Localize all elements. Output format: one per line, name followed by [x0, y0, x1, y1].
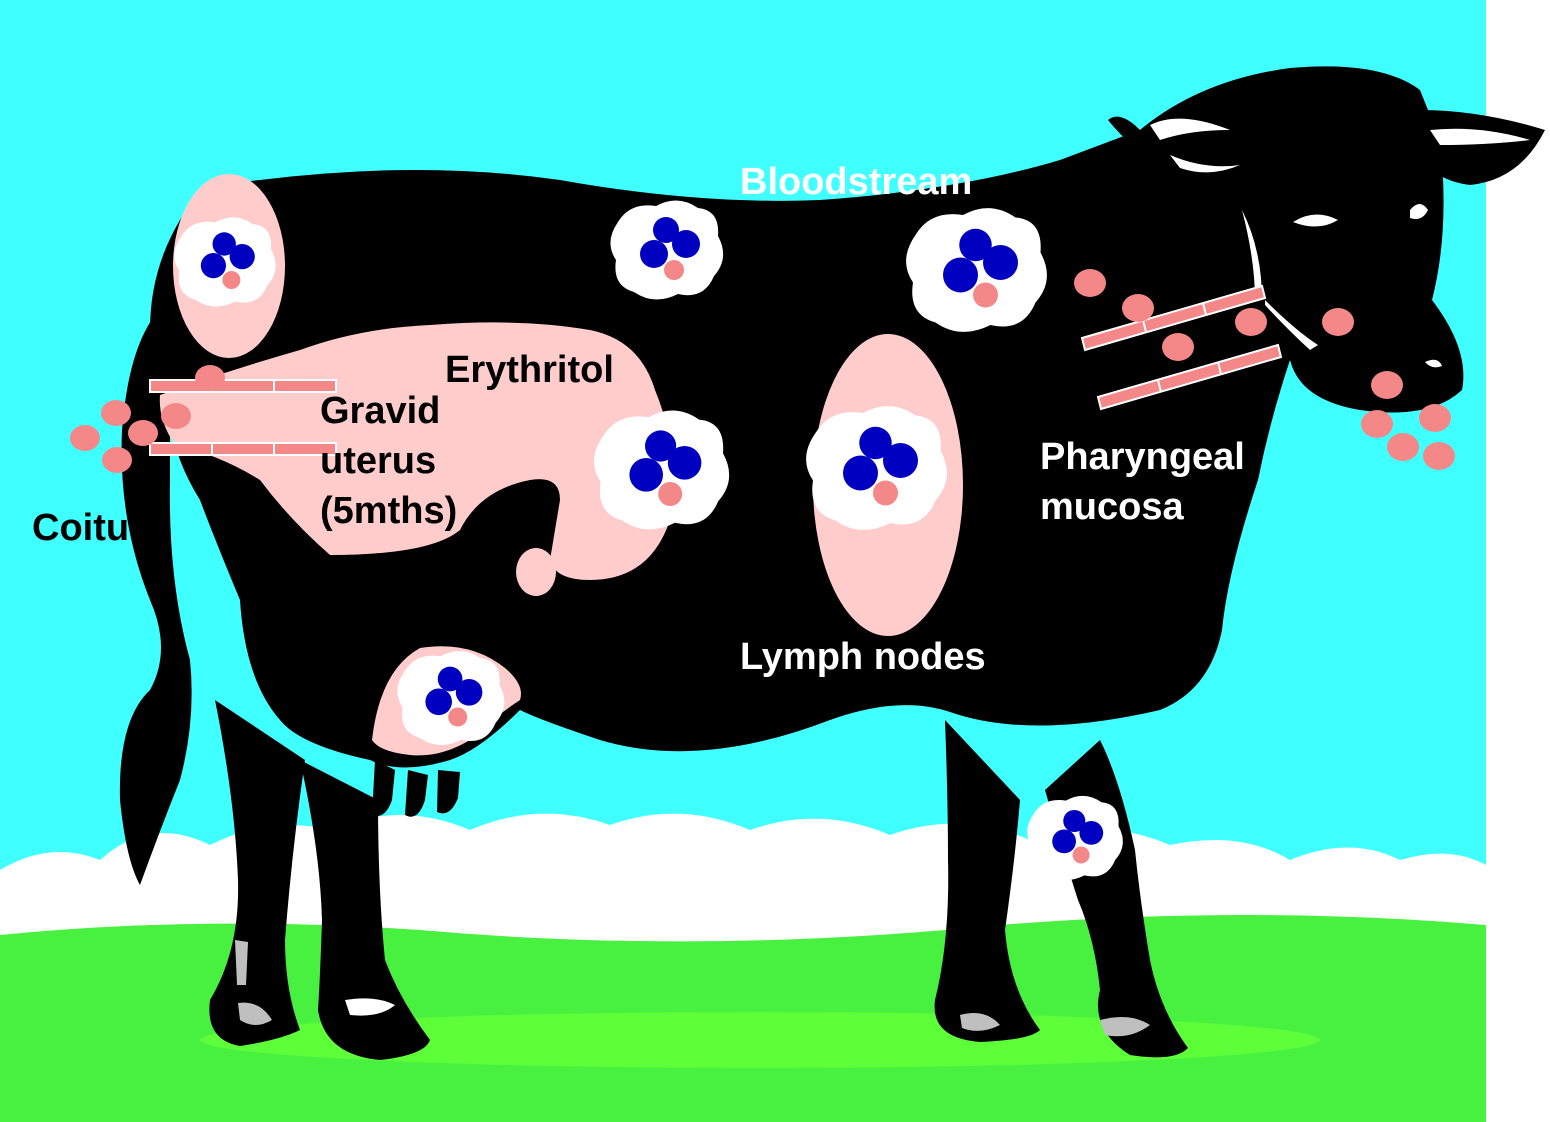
- tissue-ovary: [516, 548, 556, 596]
- hoof-1: [238, 1002, 272, 1025]
- infected-cell-uterus: [593, 410, 730, 530]
- cow-ear-highlight-right: [1430, 128, 1530, 145]
- cow-ear-right: [1420, 110, 1545, 185]
- cow-tail: [119, 300, 192, 885]
- cow-hindleg-front: [300, 760, 430, 1060]
- cow-eye-right-icon: [1410, 204, 1428, 219]
- cow-eye-icon: [1293, 214, 1338, 227]
- infected-cell-spine: [174, 217, 276, 307]
- hoof-4: [1100, 1016, 1150, 1037]
- cow-udder-teats: [372, 760, 460, 817]
- infected-cell-back: [610, 200, 724, 300]
- hoof-3: [960, 1012, 1000, 1031]
- cow-foreleg-rear: [934, 720, 1040, 1042]
- label-coitus: Coitus: [32, 507, 151, 549]
- label-gravid-uterus: Gravid uterus (5mths): [320, 386, 457, 536]
- cow-body: [150, 66, 1464, 768]
- label-pharyngeal-mucosa-line-1: Pharyngeal: [1040, 436, 1245, 478]
- cow-ear-highlight-left: [1150, 118, 1240, 173]
- label-bloodstream: Bloodstream: [740, 161, 973, 203]
- infected-cell-bloodstream: [906, 208, 1047, 332]
- cow-chin-highlight: [1265, 300, 1318, 350]
- label-pharyngeal-mucosa-line-2: mucosa: [1040, 486, 1184, 528]
- hoof-2: [345, 998, 395, 1016]
- label-pharyngeal-mucosa: Pharyngeal mucosa: [1040, 432, 1245, 532]
- mucosal-strip-icon-pharynx: [1080, 284, 1283, 411]
- cow-jaw-highlight: [1242, 210, 1262, 300]
- cow-silhouette-icon: [119, 66, 1545, 1060]
- label-gravid-uterus-line-2: uterus: [320, 440, 437, 482]
- pink-dot-icon-pharynx: [1074, 269, 1455, 470]
- right-margin: [1486, 0, 1550, 1122]
- label-gravid-uterus-line-3: (5mths): [320, 490, 458, 532]
- hindleg-highlight: [235, 940, 248, 985]
- cow-hindleg-rear: [209, 700, 305, 1046]
- label-gravid-uterus-line-1: Gravid: [320, 390, 441, 432]
- infected-cell-udder: [397, 650, 505, 746]
- grass-shadow: [200, 1012, 1320, 1068]
- infected-cell-foreleg: [1027, 795, 1123, 881]
- infected-cell-lymph-node: [806, 406, 947, 530]
- pink-dot-icon-coitus: [70, 365, 225, 473]
- mucosal-strip-icon-genital: [149, 379, 337, 456]
- label-lymph-nodes: Lymph nodes: [740, 636, 986, 678]
- label-erythritol: Erythritol: [445, 349, 614, 391]
- cow-nostril-icon: [1425, 359, 1442, 368]
